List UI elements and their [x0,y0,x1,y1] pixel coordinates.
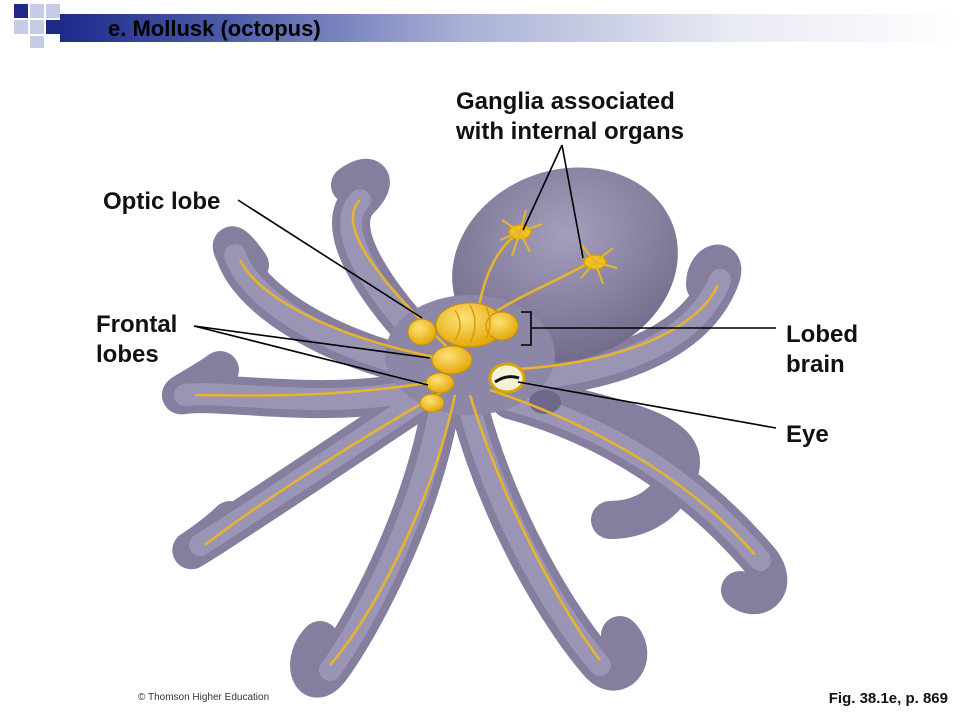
ganglia-label: Ganglia associated with internal organs [456,87,684,147]
title-band [60,14,960,42]
decor-square [14,20,28,34]
lobed-brain-label-line2: brain [786,351,845,378]
decor-square [46,4,60,18]
decor-square [30,36,44,48]
leader-lines [193,144,777,429]
figure-reference: Fig. 38.1e, p. 869 [828,690,948,707]
ganglia-label-line2: with internal organs [456,118,685,145]
nerve-network [194,199,756,666]
decor-square [30,20,44,34]
neuron-illustration [499,209,618,285]
slide-title: e. Mollusk (octopus) [108,16,321,41]
frontal-lobes-label-line1: Frontal [96,311,178,338]
lobed-brain-label-line1: Lobed [786,321,858,348]
copyright-text: © Thomson Higher Education [138,692,270,703]
title-bar: e. Mollusk (octopus) [0,0,960,48]
decor-square [14,4,28,18]
optic-lobe-label: Optic lobe [103,188,221,215]
brain-illustration [407,302,519,413]
eye-illustration [488,362,526,394]
lobed-brain-label: Lobed brain [786,320,858,380]
decor-square [46,20,60,34]
ganglia-label-line1: Ganglia associated [456,88,675,115]
frontal-lobes-label: Frontal lobes [96,310,177,370]
decor-square [30,4,44,18]
eye-label: Eye [786,421,829,448]
frontal-lobes-label-line2: lobes [96,341,159,368]
